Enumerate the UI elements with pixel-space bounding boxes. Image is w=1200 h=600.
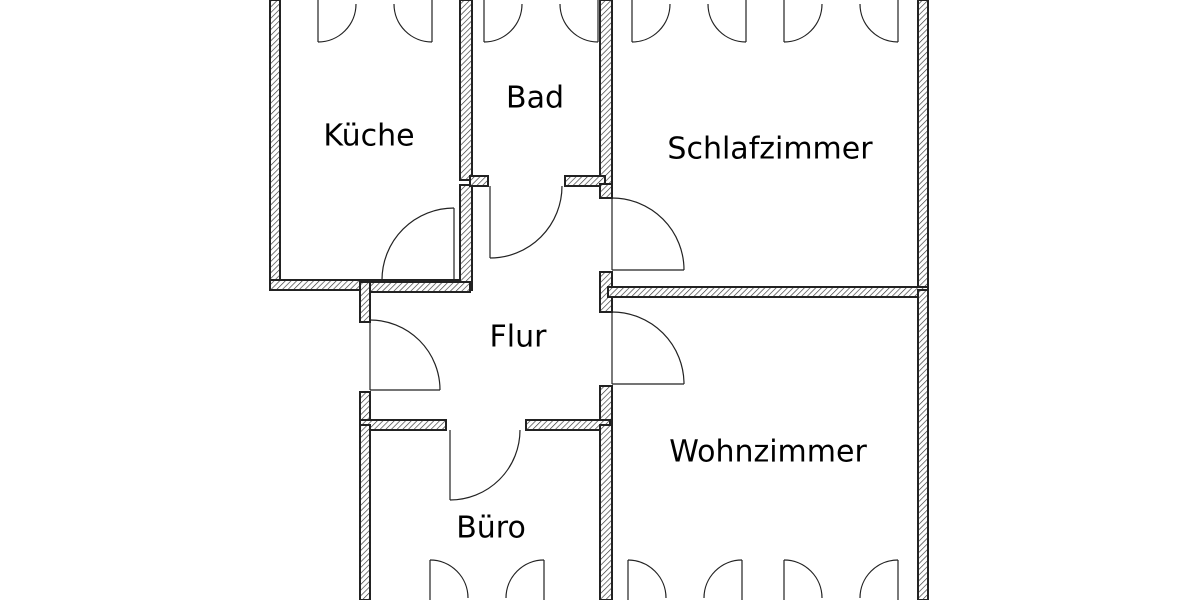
door-buero [449,429,521,501]
window-schlafzimmer-top-right [783,0,899,43]
window-bad-top [483,0,599,43]
door-schlafzimmer [611,197,685,271]
window-wohnzimmer-bottom-right [783,559,899,600]
wall-schlafzimmer-right [917,0,929,297]
room-label-bad: Bad [506,81,564,116]
door-wohnzimmer [611,311,685,385]
wall-flur-bottom-right [525,419,611,431]
room-label-flur: Flur [490,320,548,355]
window-schlafzimmer-top-left [631,0,747,43]
walls [269,0,929,600]
room-label-schlafzimmer: Schlafzimmer [667,132,873,167]
windows [317,0,899,600]
wall-flur-left-upper [359,281,371,323]
room-label-wohnzimmer: Wohnzimmer [669,435,867,470]
wall-bad-right [599,0,613,185]
door-kueche [381,207,455,281]
wall-kueche-bad-divider [459,0,473,181]
wall-flur-right-upper [599,183,613,199]
wall-flur-bottom-left [359,419,447,431]
interior-doors [369,185,685,501]
wall-bad-bottom-left [469,175,489,187]
room-labels: Küche Bad Schlafzimmer Flur Wohnzimmer B… [323,81,873,546]
window-kueche-top [317,0,433,43]
wall-wohnzimmer-right [917,289,929,600]
wall-buero-left [359,424,371,600]
wall-flur-top-left [359,281,471,293]
wall-bad-bottom-right [564,175,606,187]
wall-buero-right [599,424,613,600]
wall-kueche-left [269,0,281,289]
window-wohnzimmer-bottom-left [627,559,743,600]
door-bad [489,185,563,259]
wall-kueche-flur-divider [459,184,473,291]
window-buero-bottom [429,559,545,600]
room-label-kueche: Küche [323,119,414,154]
room-label-buero: Büro [456,511,526,546]
wall-schlafzimmer-wohnzimmer-divider [607,286,929,298]
door-entrance [369,319,441,391]
